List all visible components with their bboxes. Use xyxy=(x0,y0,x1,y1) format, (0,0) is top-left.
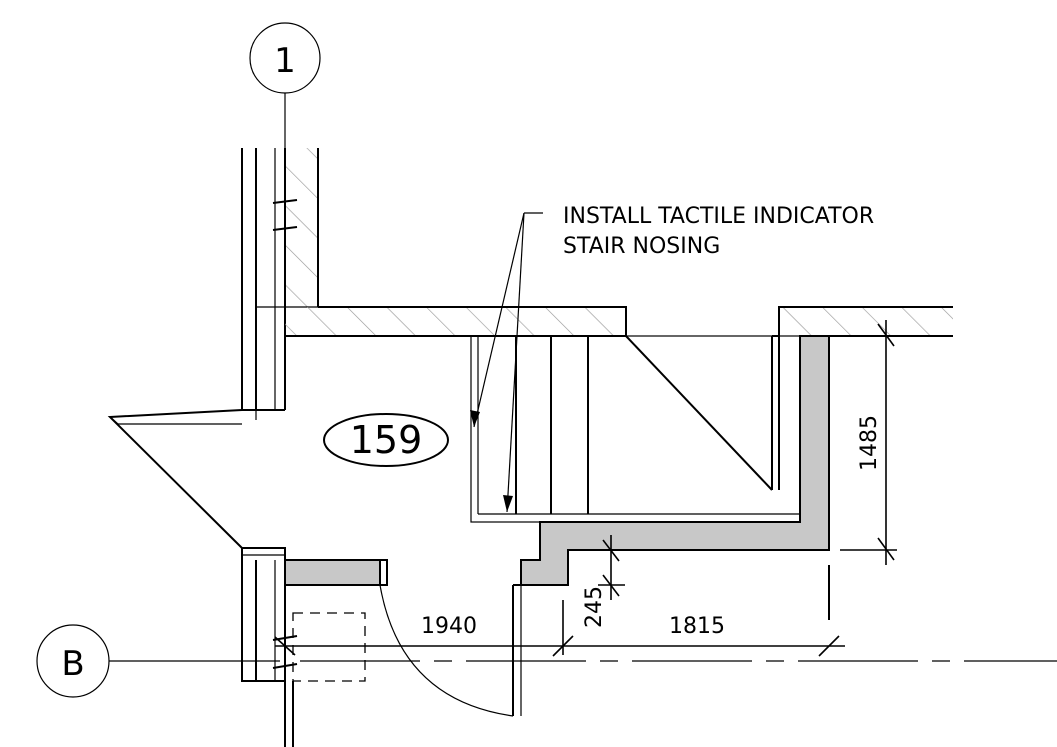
door-swing xyxy=(379,584,514,717)
right-hatched-wall xyxy=(771,306,953,490)
lower-wall xyxy=(241,547,388,747)
room-tag xyxy=(323,413,449,467)
stair-flight-diagonal xyxy=(625,335,773,491)
dimension-text-1485: 1485 xyxy=(857,415,882,471)
dimension-text-1940: 1940 xyxy=(421,614,477,639)
upper-vertical-wall xyxy=(241,148,319,420)
top-horizontal-wall xyxy=(284,306,627,410)
grid-line-1 xyxy=(249,22,321,150)
grid-label-1: 1 xyxy=(274,41,296,81)
dimension-text-245: 245 xyxy=(582,586,607,628)
room-number: 159 xyxy=(350,418,423,462)
concrete-landing xyxy=(512,335,830,716)
left-ramp xyxy=(107,409,243,549)
dashed-outline xyxy=(292,612,366,682)
note-line-2: STAIR NOSING xyxy=(563,234,720,259)
dimension-text-1815: 1815 xyxy=(669,614,725,639)
grid-line-b xyxy=(36,624,1057,698)
note-leaders xyxy=(470,212,543,513)
dimension-245 xyxy=(571,535,625,600)
horizontal-dimension-string xyxy=(274,600,845,657)
dimension-1485 xyxy=(840,320,897,565)
stair-treads xyxy=(470,335,801,523)
grid-label-b: B xyxy=(61,644,84,684)
note-line-1: INSTALL TACTILE INDICATOR xyxy=(563,204,874,229)
